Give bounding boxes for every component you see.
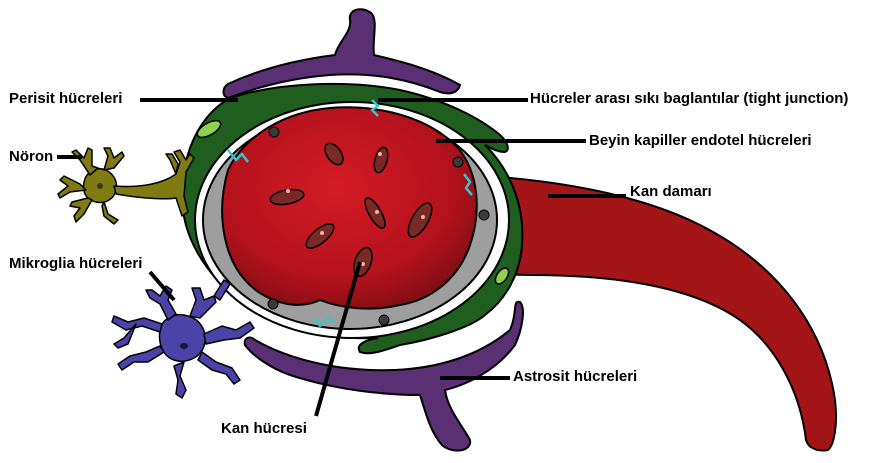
- label-microglia: Mikroglia hücreleri: [9, 255, 142, 273]
- endothelial-nucleus: [268, 299, 278, 309]
- label-astrocytes: Astrosit hücreleri: [513, 368, 637, 386]
- label-blood-cell: Kan hücresi: [221, 420, 307, 438]
- endothelial-nucleus: [479, 210, 489, 220]
- label-blood-vessel: Kan damarı: [630, 183, 712, 201]
- endothelial-nucleus: [269, 127, 279, 137]
- label-pericytes: Perisit hücreleri: [9, 90, 122, 108]
- label-endothelial: Beyin kapiller endotel hücreleri: [589, 132, 812, 150]
- label-neuron: Nöron: [9, 148, 53, 166]
- endothelial-nucleus: [379, 315, 389, 325]
- label-tight-junction: Hücreler arası sıkı baglantılar (tight j…: [530, 90, 848, 108]
- neuron: [58, 148, 194, 224]
- endothelial-nucleus: [453, 157, 463, 167]
- vessel-lumen: [222, 107, 477, 308]
- blood-vessel: [470, 175, 836, 451]
